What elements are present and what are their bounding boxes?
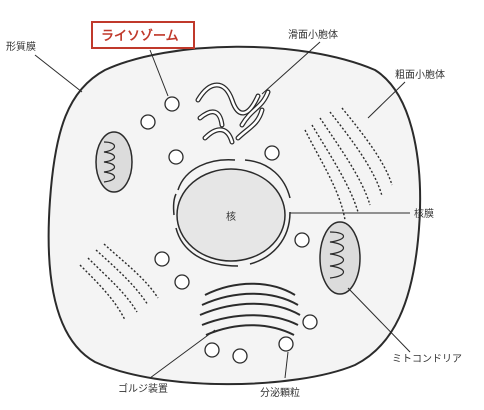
vesicle (155, 252, 169, 266)
vesicle (141, 115, 155, 129)
vesicle (165, 97, 179, 111)
nucleus-label: 核 (226, 210, 236, 223)
vesicle (295, 233, 309, 247)
golgi-label: ゴルジ装置 (118, 382, 168, 395)
vesicle (205, 343, 219, 357)
mitochondrion-left (96, 132, 132, 192)
leader-line-membrane (35, 55, 82, 92)
cell-membrane-label: 形質膜 (6, 40, 36, 53)
mitochondria-label: ミトコンドリア (392, 354, 462, 365)
rough-er-label: 粗面小胞体 (395, 69, 445, 81)
vesicle (169, 150, 183, 164)
mitochondrion-right (320, 222, 360, 294)
secretory-granules-label: 分泌顆粒 (260, 386, 300, 399)
vesicle (265, 146, 279, 160)
vesicle (175, 275, 189, 289)
vesicle (303, 315, 317, 329)
nuclear-envelope-label: 核膜 (414, 207, 434, 220)
vesicle (233, 349, 247, 363)
smooth-er-label: 滑面小胞体 (288, 29, 338, 41)
vesicle (279, 337, 293, 351)
lysosome-label: ライソゾーム (101, 28, 179, 44)
